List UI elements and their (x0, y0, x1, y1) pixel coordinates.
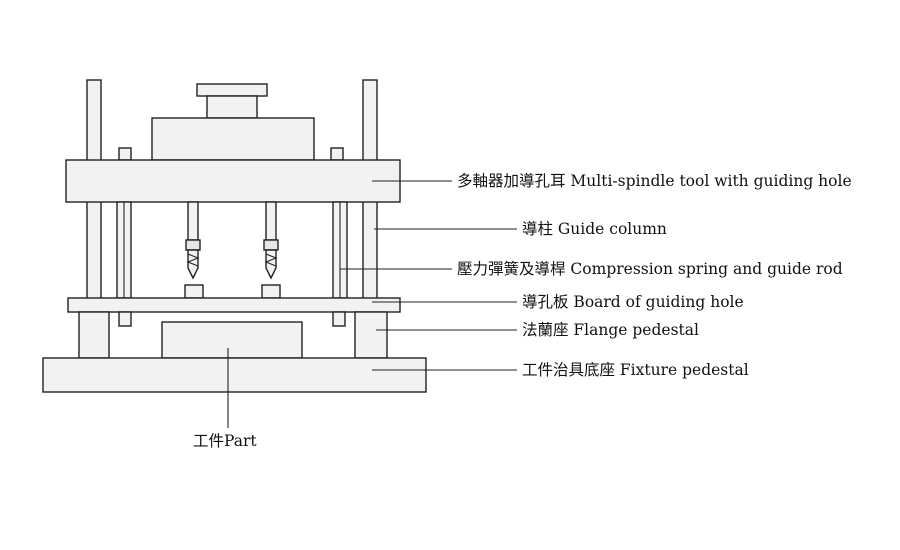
right-flange-pedestal (354, 311, 388, 359)
guiding-hole-board (67, 297, 401, 313)
fixture-pedestal (42, 357, 427, 393)
label-guiding-hole-board: 導孔板 Board of guiding hole (522, 293, 744, 311)
spindle-cap (196, 83, 268, 97)
right-guide-bushing (261, 284, 281, 299)
label-part: 工件Part (193, 432, 257, 450)
left-guide-bushing (184, 284, 204, 299)
right-drill-flutes (264, 253, 278, 267)
multi-spindle-tool-plate (65, 159, 401, 203)
label-multi-spindle-tool: 多軸器加導孔耳 Multi-spindle tool with guiding … (457, 172, 852, 190)
left-drill-shank (187, 201, 199, 241)
label-fixture-pedestal: 工件治具底座 Fixture pedestal (522, 361, 749, 379)
right-top-boss (330, 147, 344, 161)
left-bottom-boss (118, 311, 132, 327)
label-flange-pedestal: 法蘭座 Flange pedestal (522, 321, 699, 339)
right-drill-shank (265, 201, 277, 241)
left-drill-collar (185, 239, 201, 251)
left-flange-pedestal (78, 311, 110, 359)
left-drill-flutes (186, 253, 200, 267)
right-drill-collar (263, 239, 279, 251)
spindle-neck (206, 95, 258, 119)
label-guide-column: 導柱 Guide column (522, 220, 667, 238)
workpiece (161, 321, 303, 359)
left-top-boss (118, 147, 132, 161)
right-bottom-boss (332, 311, 346, 327)
spindle-head (151, 117, 315, 161)
label-compression-spring: 壓力彈簧及導桿 Compression spring and guide rod (457, 260, 843, 278)
